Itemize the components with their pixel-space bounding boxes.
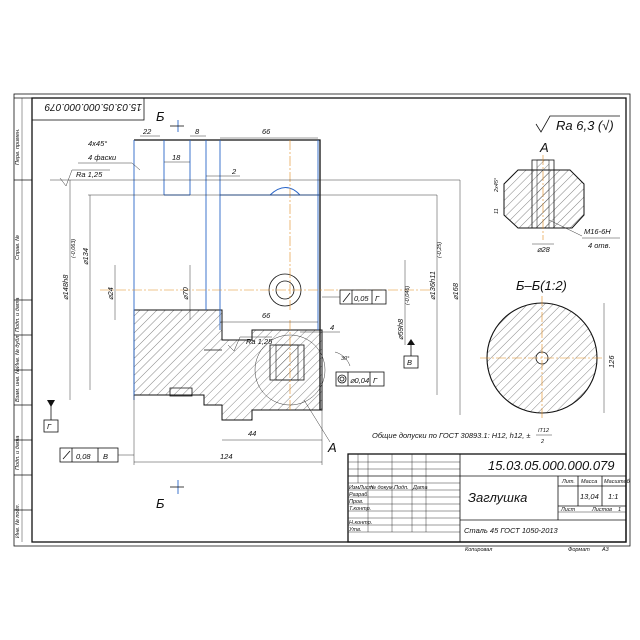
tb-nkontr: Н.контр. (349, 520, 372, 526)
surface-finish: Ra 6,3 (√) (556, 118, 614, 133)
ra-1-25-mid: Ra 1,25 (246, 337, 273, 346)
dim-dia-148: ⌀148h8 (61, 274, 70, 300)
cut-mark-bottom: Б (156, 480, 184, 511)
dim-dia-168: ⌀168 (451, 282, 460, 300)
side-label-6: Инв. № подл. (15, 504, 21, 538)
tb-hdr-list: Лист (358, 485, 374, 491)
tol-2-value: ⌀0,04 (350, 376, 369, 385)
tb-col-scale: Масштаб (604, 479, 631, 485)
tb-razrab: Разраб. (349, 492, 369, 498)
section-126: 126 (607, 355, 616, 368)
tb-col-mass: Масса (581, 479, 597, 485)
side-label-0: Перв. примен. (15, 128, 21, 165)
dim-dia-136: ⌀136h11 (428, 271, 437, 300)
tb-col-lit: Лит. (561, 479, 575, 485)
side-strip: Перв. примен. Справ. № Подп. и дата Инв.… (14, 97, 32, 542)
dim-18: 18 (172, 153, 181, 162)
section-label: Б–Б(1:2) (516, 278, 567, 293)
dim-2: 2 (231, 167, 237, 176)
tol-1-ref: Г (375, 294, 380, 303)
dim-8: 8 (195, 127, 200, 136)
title-block: Изм. Лист № докум. Подп. Дата Разраб. Пр… (347, 453, 631, 553)
view-a-11: 11 (494, 208, 500, 214)
tb-hdr-data: Дата (412, 485, 428, 491)
view-a-holes: 4 отв. (588, 241, 611, 250)
general-tolerance: Общие допуски по ГОСТ 30893.1: H12, h12,… (372, 428, 552, 445)
side-label-1: Справ. № (15, 235, 21, 260)
tb-sheet-label: Лист (560, 507, 576, 513)
dim-22: 22 (142, 127, 152, 136)
tb-copied: Копировал (465, 547, 492, 553)
tol-frame-1: 0,05 Г (322, 289, 387, 305)
view-a-thread: M16-6H (584, 227, 611, 236)
tb-sheets-label: Листов (591, 507, 612, 513)
tb-scale: 1:1 (608, 492, 618, 501)
tb-part-name: Заглушка (468, 490, 527, 505)
side-label-5: Подп. и дата (15, 436, 21, 470)
general-tol-frac-top: IT12 (538, 428, 549, 434)
tb-material: Сталь 45 ГОСТ 1050-2013 (464, 526, 559, 535)
dim-66-mid: 66 (262, 311, 271, 320)
dim-4: 4 (330, 323, 334, 332)
rotated-stamp: 15.03.05.000.000.079 (44, 101, 142, 112)
rotated-stamp-box (31, 97, 145, 121)
datum-v: В (403, 339, 419, 369)
datum-v-label: В (407, 358, 412, 367)
dim-dia-148-tol: (-0,063) (71, 239, 77, 258)
ra-1-25-left: Ra 1,25 (76, 170, 103, 179)
chamfer-4x45: 4x45° (88, 139, 107, 148)
dim-44: 44 (248, 429, 256, 438)
main-view: 22 8 66 18 2 66 4 44 124 ⌀148h8 (-0,063)… (43, 109, 461, 511)
general-tol-text: Общие допуски по ГОСТ 30893.1: H12, h12,… (372, 431, 530, 440)
chamfer-4-faski: 4 фаски (88, 153, 117, 162)
tb-format: Формат (568, 547, 590, 553)
view-a-label: А (539, 140, 549, 155)
tb-doc-number: 15.03.05.000.000.079 (488, 458, 615, 473)
view-a: А 2x45° 11 ⌀28 M16-6H 4 отв. (494, 140, 620, 254)
tb-sheets-count: 1 (618, 507, 621, 513)
tol-frame-2: ⌀0,04 Г (335, 371, 385, 387)
cut-mark-top: Б (156, 109, 184, 132)
tol-2-ref: Г (373, 376, 378, 385)
dim-dia-134: ⌀134 (81, 248, 90, 265)
dim-66-top: 66 (262, 127, 271, 136)
tb-hdr-izm: Изм. (349, 485, 361, 491)
dim-dia-59-tol: (-0,046) (405, 286, 411, 305)
general-tol-frac-bot: 2 (540, 439, 544, 445)
tb-hdr-doc: № докум. (370, 485, 394, 491)
datum-g-label: Г (47, 422, 52, 431)
sheet-border (13, 93, 631, 547)
side-label-4: Взам. инв. № (15, 368, 21, 402)
tol-3-ref: В (103, 452, 108, 461)
tb-tkontr: Т.контр. (349, 506, 371, 512)
view-a-dia-28: ⌀28 (537, 245, 551, 254)
callout-a: А (327, 440, 337, 455)
tol-1-value: 0,05 (354, 294, 369, 303)
surface-finish-mark: Ra 6,3 (√) (535, 115, 620, 133)
dim-124: 124 (220, 452, 233, 461)
dim-dia-59: ⌀59h8 (396, 318, 405, 340)
cut-mark-top-label: Б (156, 109, 165, 124)
tol-3-value: 0,08 (76, 452, 91, 461)
tb-mass: 13,04 (580, 492, 599, 501)
datum-g: Г (43, 400, 59, 433)
side-label-3: Инв. № дубл. (15, 334, 21, 368)
dim-dia-136-tol: (-0,25) (437, 242, 443, 258)
drawing-frame (31, 97, 627, 543)
side-label-2: Подп. и дата (15, 298, 21, 332)
tol-frame-3: 0,08 В (59, 447, 134, 463)
dim-dia-24: ⌀24 (106, 287, 115, 300)
section-bb: Б–Б(1:2) 126 (480, 278, 616, 420)
tb-utv: Утв. (348, 527, 362, 533)
cut-mark-bottom-label: Б (156, 496, 165, 511)
tb-format-val: А3 (601, 547, 610, 553)
view-a-2x45: 2x45° (494, 177, 500, 193)
tb-prov: Пров. (349, 499, 364, 505)
dim-dia-70: ⌀70 (181, 286, 190, 300)
tb-hdr-podp: Подп. (394, 485, 409, 491)
angle-30: 30° (341, 356, 350, 362)
